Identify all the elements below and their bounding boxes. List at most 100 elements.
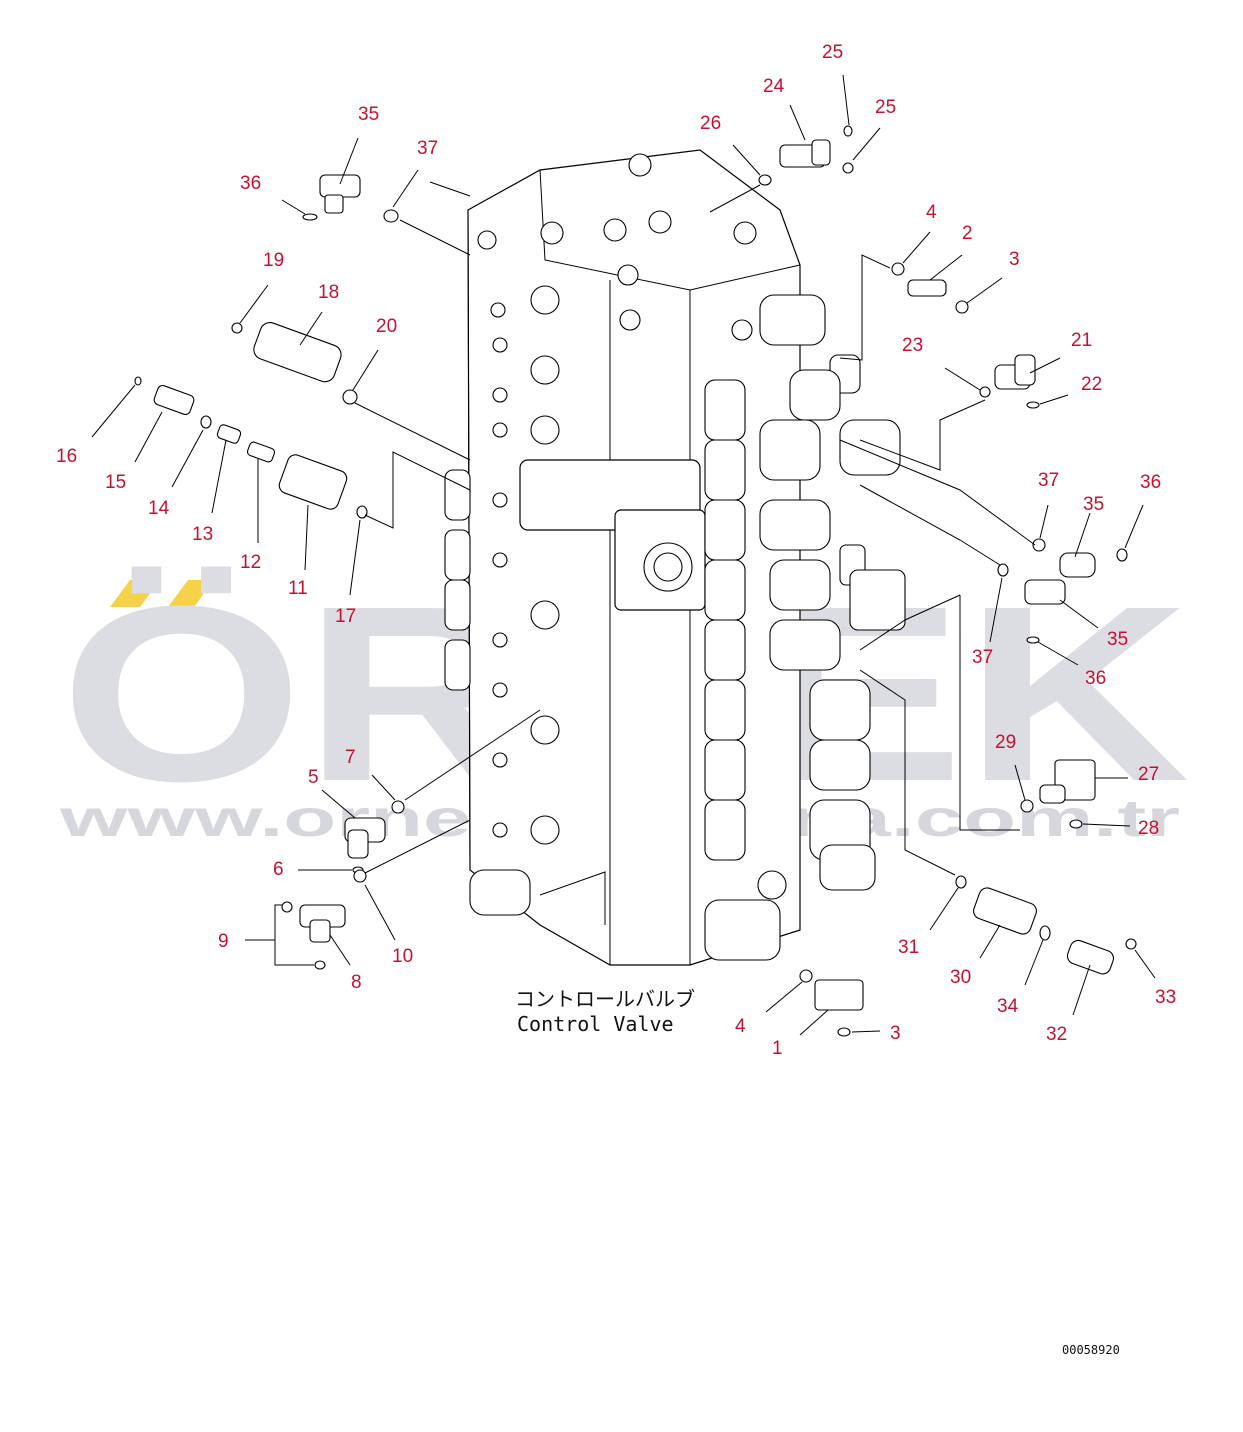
callout-9: 9	[218, 931, 229, 952]
o-ring-3-top	[955, 300, 969, 314]
callout-19: 19	[263, 250, 284, 271]
callout-15: 15	[105, 472, 126, 493]
o-ring-7	[391, 800, 405, 814]
callout-21: 21	[1071, 330, 1092, 351]
o-ring-4-top	[891, 262, 905, 276]
o-ring-37-right	[1032, 538, 1046, 552]
o-ring-22	[1026, 401, 1040, 409]
callout-33: 33	[1155, 987, 1176, 1008]
o-ring-23	[979, 386, 991, 398]
callout-4-bottom: 4	[735, 1016, 746, 1037]
connector-2	[907, 279, 947, 297]
watermark-accent	[168, 580, 214, 607]
callout-8: 8	[351, 972, 362, 993]
callouts: 1 2 3 3 4 4 5 6 7 8 9 10 11 12 13 14 15 …	[56, 42, 1176, 1059]
callout-27: 27	[1138, 764, 1159, 785]
callout-37-top: 37	[417, 138, 438, 159]
o-ring-36-right	[1116, 548, 1128, 562]
o-ring-9a	[281, 901, 293, 913]
callout-16: 16	[56, 446, 77, 467]
callout-22: 22	[1081, 374, 1102, 395]
o-ring-10	[353, 869, 367, 883]
callout-32: 32	[1046, 1024, 1067, 1045]
o-ring-36-top	[302, 213, 318, 221]
o-ring-37-mid	[997, 563, 1009, 577]
callout-23: 23	[902, 335, 923, 356]
elbow-fitting-35-top	[319, 174, 361, 214]
callout-36-top: 36	[240, 173, 261, 194]
elbow-fitting-35-right	[1059, 552, 1096, 578]
caption-english: Control Valve	[517, 1012, 674, 1036]
o-ring-31	[955, 875, 967, 889]
elbow-fitting-24	[779, 139, 831, 168]
o-ring-33	[1125, 938, 1137, 950]
callout-12: 12	[240, 552, 261, 573]
plug-11	[278, 454, 348, 510]
o-ring-29	[1020, 799, 1034, 813]
callout-5: 5	[308, 767, 319, 788]
callout-35-mid: 35	[1107, 629, 1128, 650]
o-ring-34	[1039, 925, 1051, 941]
callout-35-right: 35	[1083, 494, 1104, 515]
callout-6: 6	[273, 859, 284, 880]
o-ring-3-bottom	[837, 1027, 851, 1037]
plug-15	[153, 384, 195, 416]
callout-24: 24	[763, 76, 785, 97]
o-ring-4-bottom	[799, 969, 813, 983]
elbow-fitting-1	[814, 979, 864, 1011]
callout-4: 4	[926, 202, 937, 223]
poppet-12	[246, 441, 276, 463]
elbow-fitting-32	[1066, 939, 1115, 975]
o-ring-36-mid	[1026, 636, 1040, 644]
callout-26: 26	[700, 113, 721, 134]
elbow-fitting-5	[344, 817, 386, 859]
watermark-accent	[110, 580, 160, 607]
elbow-fitting-8	[299, 904, 346, 943]
callout-20: 20	[376, 316, 397, 337]
callout-10: 10	[392, 946, 413, 967]
caption-japanese: コントロールバルブ	[515, 987, 695, 1011]
o-ring-25a	[843, 125, 853, 137]
callout-18: 18	[318, 282, 339, 303]
elbow-fitting-21	[994, 354, 1036, 390]
o-ring-37-top	[383, 209, 399, 223]
callout-36-right: 36	[1140, 472, 1161, 493]
o-ring-9b	[314, 960, 326, 970]
callout-37-right: 37	[1038, 470, 1059, 491]
callout-3-bottom: 3	[890, 1023, 901, 1044]
connector-30	[973, 887, 1037, 935]
callout-25-top: 25	[822, 42, 843, 63]
callout-2: 2	[962, 223, 973, 244]
elbow-fitting-35-mid	[1024, 579, 1066, 605]
callout-25: 25	[875, 97, 896, 118]
callout-1: 1	[772, 1038, 783, 1059]
connector-18	[253, 322, 342, 383]
callout-31: 31	[898, 937, 919, 958]
callout-35-top: 35	[358, 104, 379, 125]
elbow-fitting-27	[1039, 759, 1096, 804]
callout-30: 30	[950, 967, 971, 988]
callout-7: 7	[345, 747, 356, 768]
control-valve-body	[444, 149, 906, 966]
callout-34: 34	[997, 996, 1019, 1017]
leader-lines	[91, 74, 1156, 1036]
small-parts	[134, 125, 1137, 1037]
o-ring-26	[758, 174, 772, 186]
o-ring-19	[231, 322, 243, 334]
spring-13	[216, 424, 242, 444]
callout-14: 14	[148, 498, 170, 519]
callout-13: 13	[192, 524, 213, 545]
callout-28: 28	[1138, 818, 1159, 839]
o-ring-16	[134, 376, 142, 386]
spool-caps-right	[704, 294, 906, 961]
callout-3: 3	[1009, 249, 1020, 270]
callout-36-mid: 36	[1085, 668, 1106, 689]
callout-37-mid: 37	[972, 647, 993, 668]
callout-29: 29	[995, 732, 1016, 753]
o-ring-25b	[842, 162, 854, 174]
o-ring-17	[356, 505, 368, 519]
callout-11: 11	[288, 578, 308, 599]
o-ring-14	[200, 415, 212, 429]
